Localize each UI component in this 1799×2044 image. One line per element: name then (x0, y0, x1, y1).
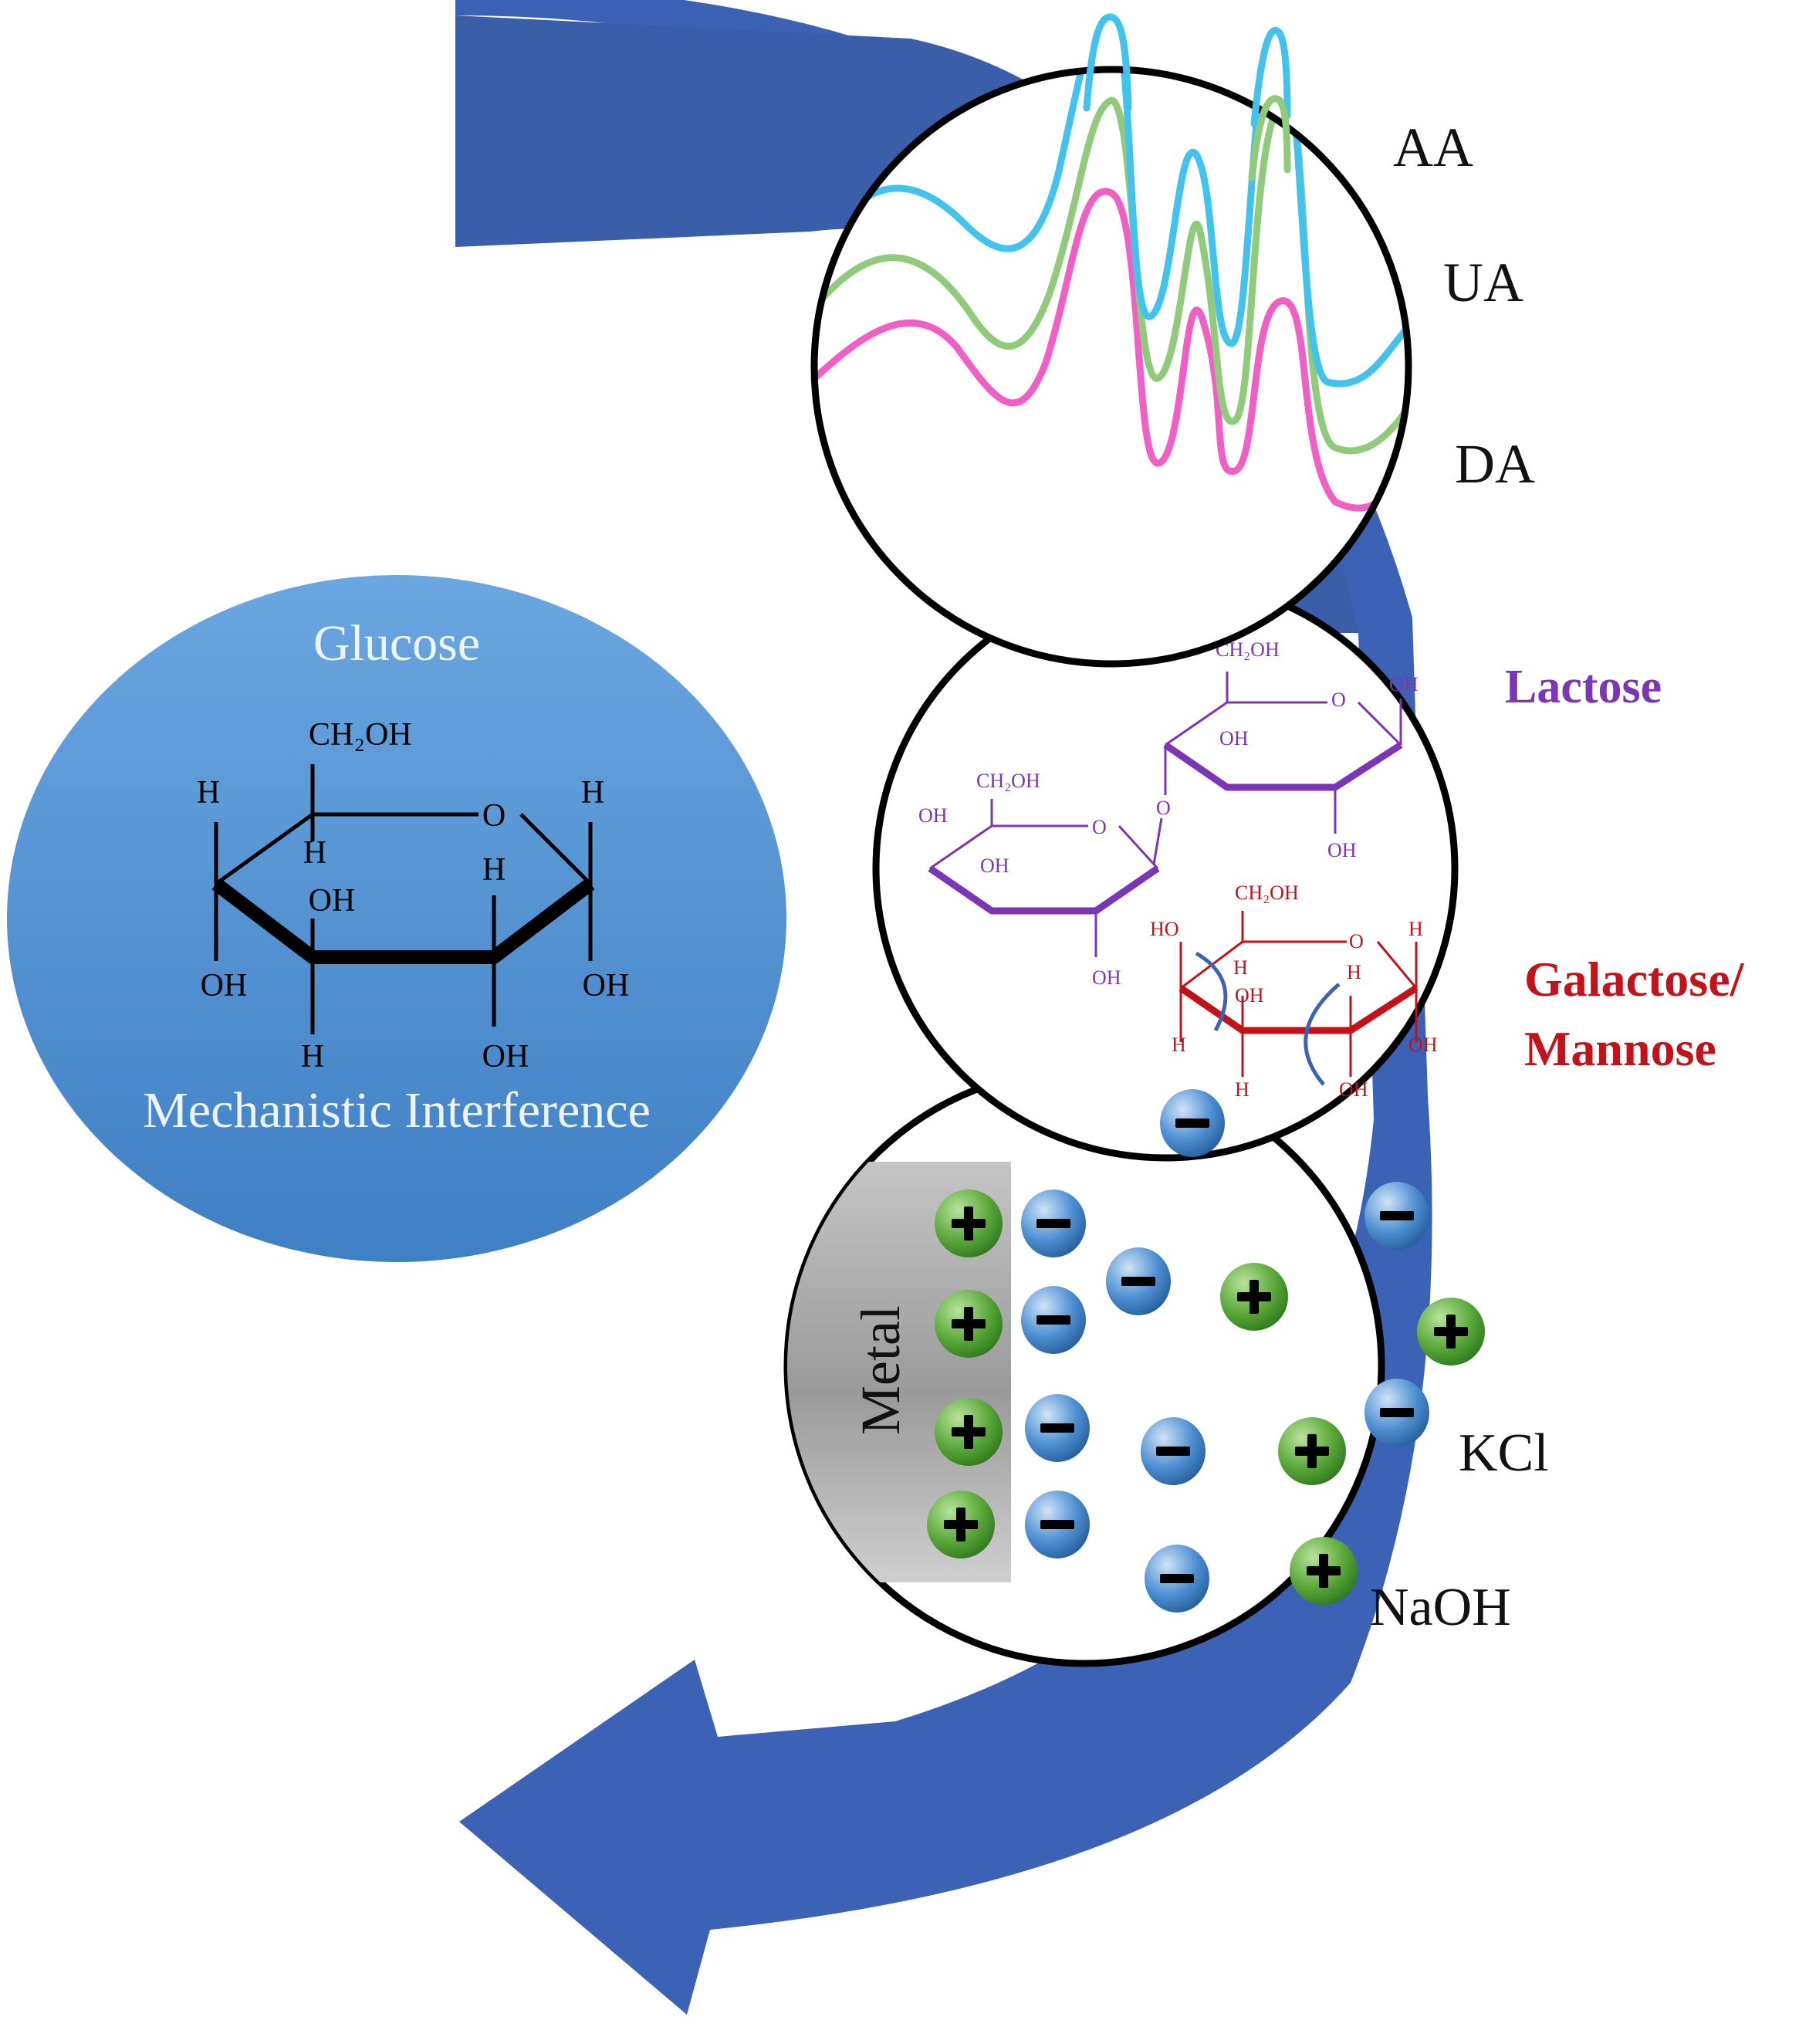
lactose-o-lower: O (1092, 816, 1107, 838)
lactose-oh-upper-right: OH (1389, 673, 1419, 695)
label-ua: UA (1443, 252, 1523, 313)
galactose-structure (1178, 911, 1419, 1077)
voltammetry-circle-border (810, 66, 1412, 668)
glucose-oh-bottom: OH (482, 1039, 529, 1074)
anion-icon (1025, 1491, 1090, 1558)
cation-icon (1290, 1537, 1358, 1605)
anion-icon (1025, 1394, 1090, 1462)
glucose-oh-c4: OH (309, 883, 356, 919)
lactose-oh-lower-left: OH (918, 804, 948, 827)
glucose-structure (211, 764, 595, 1034)
trace-aa-peak (1083, 13, 1132, 112)
metal-label: Metal (850, 1305, 911, 1435)
cation-icon (935, 1190, 1003, 1257)
glucose-oh-right: OH (583, 968, 630, 1003)
glucose-h-bottom: H (301, 1039, 324, 1074)
glucose-caption: Mechanistic Interference (143, 1082, 651, 1139)
glucose-oh-left: OH (201, 968, 248, 1003)
galactose-oh-bottom: OH (1339, 1078, 1368, 1101)
anion-icon (1141, 1417, 1206, 1485)
glucose-h-c2: H (482, 852, 506, 888)
ion-layer (927, 1089, 1485, 1613)
anion-icon (1364, 1379, 1429, 1447)
glucose-ellipse (7, 575, 786, 1262)
glucose-ch2oh: CH₂OH (309, 717, 412, 753)
glucose-h-c5: H (303, 835, 326, 871)
anion-icon (1160, 1089, 1225, 1157)
label-kcl: KCl (1459, 1423, 1549, 1483)
label-naoh: NaOH (1370, 1578, 1511, 1637)
voltammetry-panel: AA UA DA (810, 13, 1535, 668)
cation-icon (1220, 1263, 1288, 1331)
galactose-h-c4: H (1233, 956, 1248, 979)
lactose-structure (928, 672, 1403, 957)
double-layer-panel: Metal (783, 1065, 1385, 1667)
lactose-oh-lower-mid: OH (980, 854, 1009, 877)
trace-aa-peak2 (1250, 27, 1291, 127)
lactose-oh-lower-bottom: OH (1092, 966, 1121, 989)
lactose-label: Lactose (1505, 661, 1662, 713)
sugar-circle (872, 575, 1459, 1162)
label-aa: AA (1393, 117, 1473, 178)
galactose-h-c2: H (1347, 961, 1361, 983)
cation-icon (927, 1491, 995, 1558)
lactose-oh-upper-bottom: OH (1327, 839, 1357, 861)
lactose-o-upper: O (1331, 689, 1346, 711)
galactose-ho: HO (1150, 918, 1179, 940)
galactose-h-bottom: H (1235, 1078, 1249, 1101)
anion-icon (1021, 1286, 1086, 1354)
anion-icon (1145, 1545, 1209, 1613)
trace-da (814, 188, 1408, 512)
glucose-ring-o: O (482, 798, 506, 834)
sugar-panel: CH₂OH O OH OH OH O CH₂OH OH O OH OH (872, 575, 1459, 1162)
cation-icon (935, 1290, 1003, 1358)
galactose-label-line1: Galactose/ (1524, 952, 1745, 1007)
galactose-ch2oh: CH₂OH (1235, 882, 1299, 904)
galactose-o: O (1349, 930, 1364, 953)
galactose-h-top-right: H (1408, 918, 1423, 940)
glucose-title: Glucose (313, 615, 480, 672)
galactose-oh-c3: OH (1235, 984, 1264, 1007)
lactose-link-o: O (1156, 797, 1171, 819)
lactose-ch2oh-lower: CH₂OH (976, 770, 1040, 792)
cation-icon (1278, 1417, 1346, 1485)
galactose-h-left: H (1172, 1034, 1186, 1056)
glucose-h-c1r: H (581, 775, 604, 810)
cation-icon (1417, 1298, 1485, 1365)
epimer-arrows (1195, 951, 1341, 1086)
anion-icon (1021, 1190, 1086, 1257)
anion-icon (1364, 1182, 1429, 1250)
glucose-h-c1: H (197, 775, 220, 810)
galactose-label-line2: Mannose (1524, 1021, 1716, 1076)
galactose-oh-right: OH (1408, 1034, 1438, 1056)
glucose-panel: Glucose Mechanistic Interference CH₂OH O… (7, 575, 786, 1262)
label-da: DA (1455, 433, 1535, 495)
lactose-oh-upper-mid: OH (1219, 727, 1249, 750)
anion-icon (1106, 1247, 1171, 1315)
cation-icon (935, 1398, 1003, 1466)
trace-aa (814, 69, 1408, 387)
trace-ua-peak2 (1248, 95, 1291, 181)
